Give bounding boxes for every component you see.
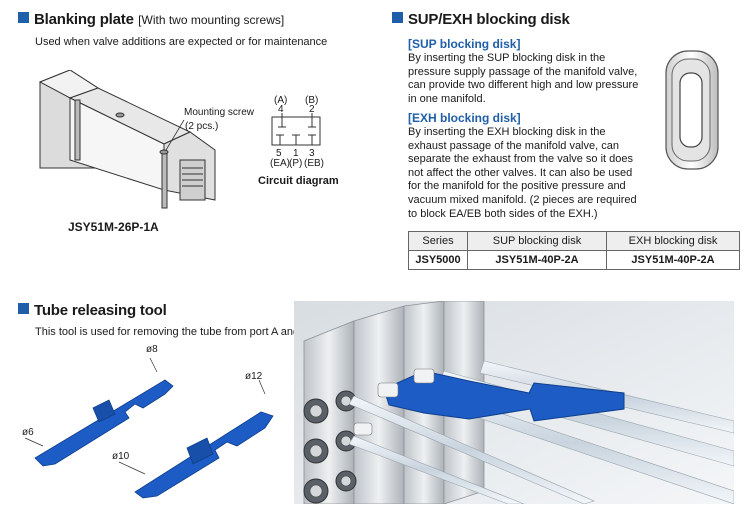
blocking-disk-title: SUP/EXH blocking disk <box>408 11 570 28</box>
tube-tool-drawings <box>24 357 274 499</box>
port-b-number: 2 <box>309 104 315 115</box>
tube-tool-heading: Tube releasing tool <box>18 302 167 320</box>
section-marker-icon <box>18 12 29 23</box>
exh-disk-heading: [EXH blocking disk] <box>408 111 521 125</box>
tool-label-d12: ø12 <box>245 371 263 382</box>
blanking-plate-title: Blanking plate <box>34 11 134 28</box>
table-row: JSY5000 JSY51M-40P-2A JSY51M-40P-2A <box>408 250 740 270</box>
table-header-sup: SUP blocking disk <box>467 231 607 251</box>
exh-disk-text: By inserting the EXH blocking disk in th… <box>408 126 663 221</box>
exh-line: separate the exhaust from the valve so i… <box>408 153 634 166</box>
sup-line: can provide two different high and low p… <box>408 79 639 92</box>
section-marker-icon <box>392 12 403 23</box>
tube-tool-photo <box>294 301 734 504</box>
port-b-label: (B) <box>305 95 319 106</box>
port-a-number: 4 <box>278 104 284 115</box>
circuit-diagram-symbol <box>271 113 321 146</box>
blanking-plate-heading: Blanking plate [With two mounting screws… <box>18 11 284 29</box>
circuit-label-ea: (EA) <box>270 158 290 169</box>
blocking-disk-table: Series SUP blocking disk EXH blocking di… <box>408 231 740 270</box>
sup-line: By inserting the SUP blocking disk in th… <box>408 52 606 64</box>
table-cell-series: JSY5000 <box>408 250 468 270</box>
blocking-disk-heading: SUP/EXH blocking disk <box>392 11 570 29</box>
blanking-plate-subtitle: [With two mounting screws] <box>138 13 285 27</box>
tool-label-d10: ø10 <box>112 451 130 462</box>
blanking-plate-part-no: JSY51M-26P-1A <box>68 220 159 234</box>
circuit-port-1: 1 <box>293 148 299 159</box>
sup-disk-heading: [SUP blocking disk] <box>408 37 521 51</box>
mounting-screw-label: Mounting screw <box>184 107 255 118</box>
mounting-screw-count: (2 pcs.) <box>185 121 219 132</box>
sup-line: pressure supply passage of the manifold … <box>408 65 638 78</box>
tool-label-d8: ø8 <box>146 344 158 355</box>
port-a-label: (A) <box>274 95 288 106</box>
sup-line: in one manifold. <box>408 92 486 105</box>
exh-line: to block EA/EB both sides of the EXH.) <box>408 207 598 220</box>
table-header-row: Series SUP blocking disk EXH blocking di… <box>408 231 740 251</box>
circuit-diagram-caption: Circuit diagram <box>258 175 339 187</box>
table-header-series: Series <box>408 231 468 251</box>
mounting-screw-leader <box>165 119 185 151</box>
blanking-plate-description: Used when valve additions are expected o… <box>35 36 328 48</box>
tube-tool-title: Tube releasing tool <box>34 302 167 319</box>
circuit-label-p: (P) <box>289 158 303 169</box>
circuit-port-3: 3 <box>309 148 315 159</box>
blocking-disk-illustration <box>665 50 719 170</box>
exh-line: not affect the other valves. It can also… <box>408 166 633 179</box>
table-header-exh: EXH blocking disk <box>606 231 740 251</box>
tube-tool-description: This tool is used for removing the tube … <box>35 326 313 338</box>
sup-disk-text: By inserting the SUP blocking disk in th… <box>408 52 658 106</box>
section-marker-icon <box>18 303 29 314</box>
exh-line: exhaust passage of the manifold valve, c… <box>408 139 619 152</box>
exh-line: for the manifold for the positive pressu… <box>408 180 626 193</box>
table-cell-sup: JSY51M-40P-2A <box>467 250 607 270</box>
circuit-label-eb: (EB) <box>304 158 324 169</box>
exh-line: vacuum mixed manifold. (2 pieces are req… <box>408 193 637 206</box>
circuit-port-5: 5 <box>276 148 282 159</box>
tool-label-d6: ø6 <box>22 427 34 438</box>
table-cell-exh: JSY51M-40P-2A <box>606 250 740 270</box>
blanking-plate-drawing <box>38 70 216 209</box>
exh-line: By inserting the EXH blocking disk in th… <box>408 126 606 138</box>
